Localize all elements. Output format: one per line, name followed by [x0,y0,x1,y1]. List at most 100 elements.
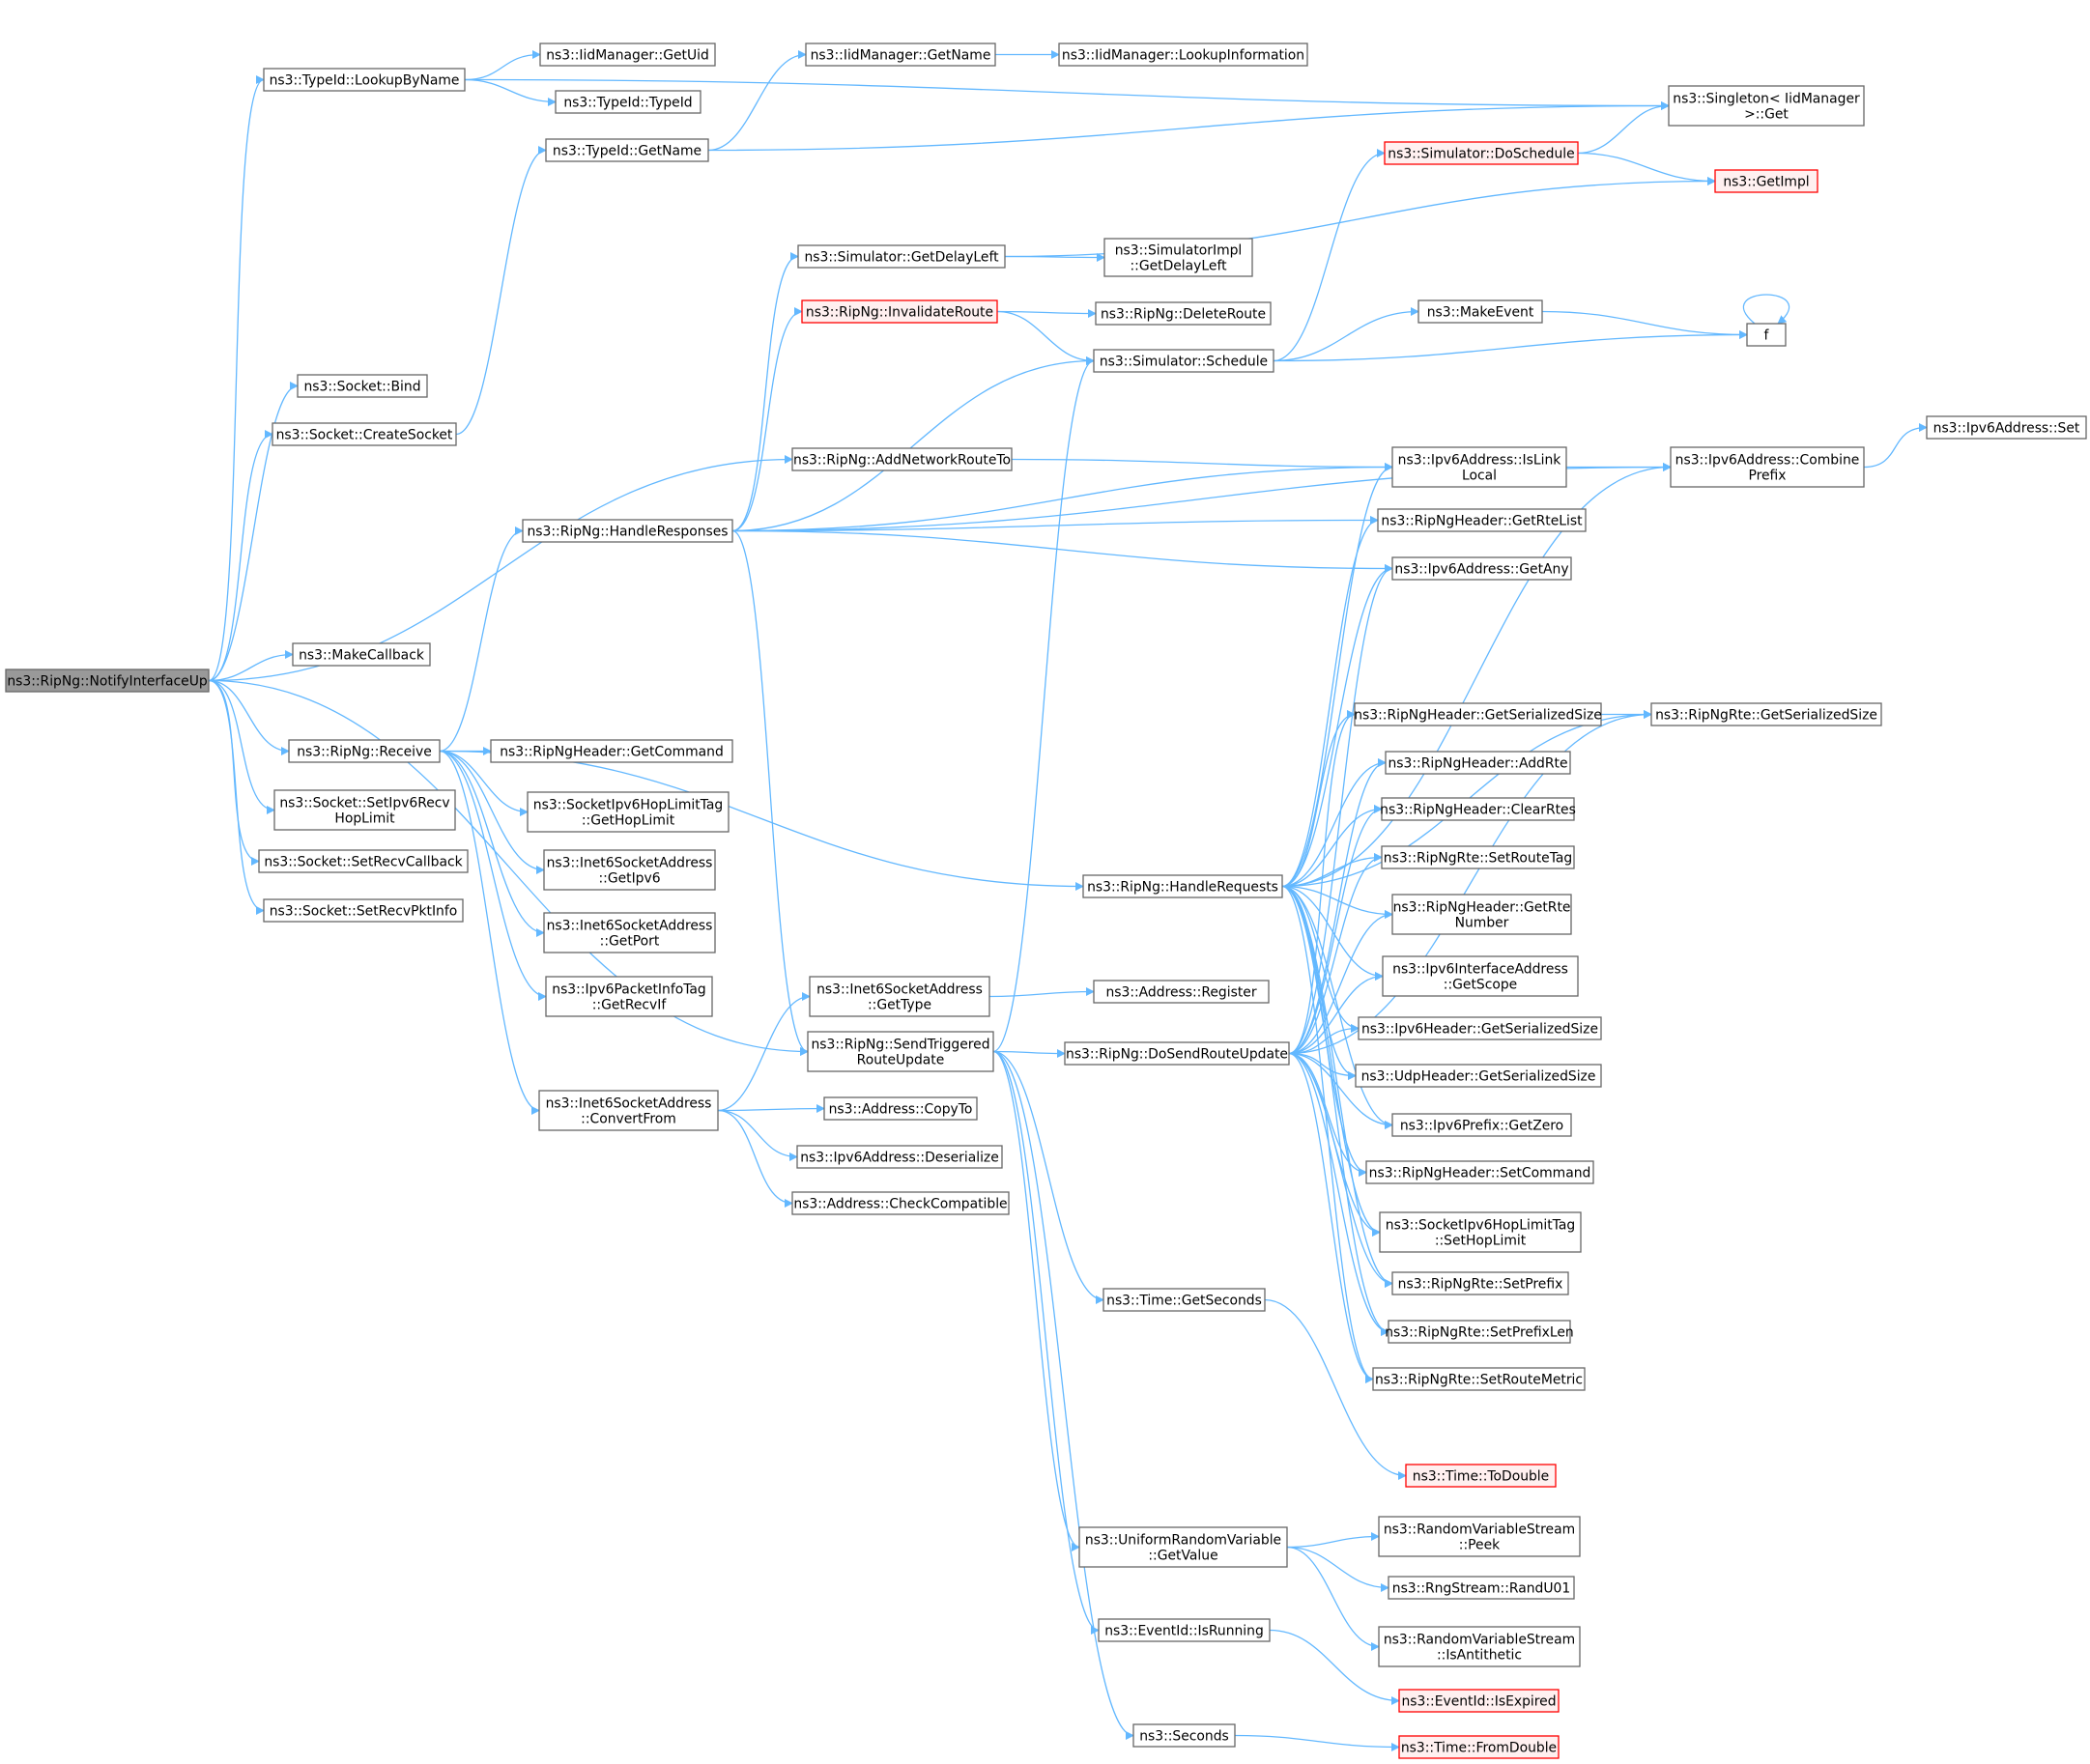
node-iid-lookup-info[interactable]: ns3::IidManager::LookupInformation [1058,43,1308,67]
node-singleton-get[interactable]: ns3::Singleton< IidManager>::Get [1668,85,1865,127]
node-get-recv-if[interactable]: ns3::Ipv6PacketInfoTag::GetRecvIf [545,976,713,1017]
node-ipv6-deserialize[interactable]: ns3::Ipv6Address::Deserialize [796,1145,1003,1169]
node-type-id-get-name[interactable]: ns3::TypeId::GetName [545,138,709,162]
node-addr-register[interactable]: ns3::Address::Register [1093,980,1270,1004]
node-handle-requests[interactable]: ns3::RipNg::HandleRequests [1082,874,1283,898]
node-get-impl[interactable]: ns3::GetImpl [1714,169,1818,193]
node-invalidate-route[interactable]: ns3::RipNg::InvalidateRoute [801,299,998,324]
node-box [1391,894,1572,935]
node-inet6-get-ipv6[interactable]: ns3::Inet6SocketAddress::GetIpv6 [543,849,716,891]
node-clear-rtes[interactable]: ns3::RipNgHeader::ClearRtes [1380,797,1576,821]
edge-sim-schedule-to-make-event [1273,306,1419,362]
edge-do-send-route-update-to-add-rte [1288,758,1387,1055]
node-type-id-type-id[interactable]: ns3::TypeId::TypeId [555,90,701,114]
node-label: ns3::RipNgHeader::GetRteList [1381,514,1583,529]
node-get-hop-limit[interactable]: ns3::SocketIpv6HopLimitTag::GetHopLimit [527,791,730,833]
node-root[interactable]: ns3::RipNg::NotifyInterfaceUp [5,669,210,693]
node-time-to-double[interactable]: ns3::Time::ToDouble [1405,1464,1557,1488]
node-label: ns3::Address::Register [1105,985,1256,1001]
node-add-network-route[interactable]: ns3::RipNg::AddNetworkRouteTo [791,447,1013,471]
node-iface-get-scope[interactable]: ns3::Ipv6InterfaceAddress::GetScope [1382,955,1579,997]
node-set-command[interactable]: ns3::RipNgHeader::SetCommand [1365,1160,1594,1184]
edge-do-send-route-update-to-get-any [1288,564,1393,1055]
node-box [1388,1320,1571,1344]
node-label: ns3::RipNgRte::SetPrefix [1398,1277,1563,1293]
node-set-prefix-len[interactable]: ns3::RipNgRte::SetPrefixLen [1385,1320,1574,1344]
node-addr-check-compat[interactable]: ns3::Address::CheckCompatible [791,1191,1010,1215]
node-do-send-route-update[interactable]: ns3::RipNg::DoSendRouteUpdate [1064,1041,1290,1066]
node-inet6-convert-from[interactable]: ns3::Inet6SocketAddress::ConvertFrom [538,1090,719,1131]
node-box [273,789,456,831]
node-set-route-metric[interactable]: ns3::RipNgRte::SetRouteMetric [1372,1367,1586,1391]
node-ipv6-hdr-get-ser-size[interactable]: ns3::Ipv6Header::GetSerializedSize [1358,1016,1602,1040]
node-ipv6-addr-set[interactable]: ns3::Ipv6Address::Set [1926,415,2087,440]
node-get-any[interactable]: ns3::Ipv6Address::GetAny [1391,556,1572,581]
node-socket-bind[interactable]: ns3::Socket::Bind [297,374,428,398]
node-handle-responses[interactable]: ns3::RipNg::HandleResponses [522,519,733,543]
node-set-recv-callback[interactable]: ns3::Socket::SetRecvCallback [258,849,469,873]
node-sim-impl-get-delay-left[interactable]: ns3::SimulatorImpl::GetDelayLeft [1103,238,1253,277]
node-hdr-get-ser-size[interactable]: ns3::RipNgHeader::GetSerializedSize [1354,702,1602,726]
node-uniform-get-value[interactable]: ns3::UniformRandomVariable::GetValue [1078,1526,1288,1568]
node-time-from-double[interactable]: ns3::Time::FromDouble [1398,1735,1560,1759]
node-box [823,1096,978,1121]
edge-inet6-convert-from-to-addr-check-compat [717,1109,793,1209]
node-prefix-get-zero[interactable]: ns3::Ipv6Prefix::GetZero [1391,1113,1572,1137]
node-sim-get-delay-left[interactable]: ns3::Simulator::GetDelayLeft [797,244,1006,269]
node-iid-get-name[interactable]: ns3::IidManager::GetName [805,43,996,67]
node-socket-create[interactable]: ns3::Socket::CreateSocket [272,422,457,446]
edge-root-to-lookup-by-name [208,75,265,682]
node-seconds[interactable]: ns3::Seconds [1132,1723,1236,1748]
node-add-rte[interactable]: ns3::RipNgHeader::AddRte [1385,751,1571,775]
node-receive[interactable]: ns3::RipNg::Receive [288,739,441,763]
node-event-is-running[interactable]: ns3::EventId::IsRunning [1098,1618,1271,1642]
edge-root-to-set-recv-pkt-info [208,679,265,916]
node-box [1391,1271,1569,1295]
node-is-antithetic[interactable]: ns3::RandomVariableStream::IsAntithetic [1378,1626,1581,1667]
edge-sim-schedule-to-f [1273,329,1748,362]
node-rand-u01[interactable]: ns3::RngStream::RandU01 [1388,1576,1575,1600]
node-inet6-get-type[interactable]: ns3::Inet6SocketAddress::GetType [809,976,990,1017]
edge-handle-requests-to-clear-rtes [1281,804,1383,888]
node-set-route-tag[interactable]: ns3::RipNgRte::SetRouteTag [1381,845,1575,869]
node-get-command[interactable]: ns3::RipNgHeader::GetCommand [490,739,733,763]
node-time-get-seconds[interactable]: ns3::Time::GetSeconds [1102,1288,1266,1312]
edge-handle-requests-to-get-rte-list [1281,516,1379,888]
node-label: ns3::RipNgHeader::SetCommand [1369,1166,1591,1181]
node-label: ns3::RandomVariableStream [1384,1522,1575,1538]
node-make-callback[interactable]: ns3::MakeCallback [292,642,431,667]
node-box [5,669,210,693]
node-get-rte-list[interactable]: ns3::RipNgHeader::GetRteList [1377,508,1587,532]
node-sim-do-schedule[interactable]: ns3::Simulator::DoSchedule [1384,141,1579,165]
edge-lookup-by-name-to-iid-get-uid [464,49,541,81]
node-box [1746,323,1787,347]
node-lookup-by-name[interactable]: ns3::TypeId::LookupByName [263,68,466,92]
node-rvs-peek[interactable]: ns3::RandomVariableStream::Peek [1378,1516,1581,1557]
node-make-event[interactable]: ns3::MakeEvent [1417,299,1543,324]
node-rte-get-ser-size[interactable]: ns3::RipNgRte::GetSerializedSize [1650,702,1882,726]
node-box [1378,1516,1581,1557]
node-sim-schedule[interactable]: ns3::Simulator::Schedule [1093,349,1274,373]
node-set-prefix[interactable]: ns3::RipNgRte::SetPrefix [1391,1271,1569,1295]
node-box [1379,1211,1582,1253]
node-label: ns3::SocketIpv6HopLimitTag [1386,1218,1575,1234]
edge-root-to-socket-create [208,430,273,682]
node-iid-get-uid[interactable]: ns3::IidManager::GetUid [539,43,716,67]
node-inet6-get-port[interactable]: ns3::Inet6SocketAddress::GetPort [543,912,716,953]
node-label: ns3::RipNg::Receive [297,745,432,760]
node-set-hop-limit[interactable]: ns3::SocketIpv6HopLimitTag::SetHopLimit [1379,1211,1582,1253]
node-event-is-expired[interactable]: ns3::EventId::IsExpired [1398,1689,1560,1713]
node-label: ns3::Socket::Bind [303,380,420,395]
node-f[interactable]: f [1746,323,1787,347]
node-delete-route[interactable]: ns3::RipNg::DeleteRoute [1095,301,1272,326]
node-addr-copy-to[interactable]: ns3::Address::CopyTo [823,1096,978,1121]
edge-receive-to-inet6-convert-from [439,750,540,1115]
node-udp-hdr-get-ser-size[interactable]: ns3::UdpHeader::GetSerializedSize [1355,1064,1602,1088]
node-box [1926,415,2087,440]
node-set-recv-pkt-info[interactable]: ns3::Socket::SetRecvPktInfo [263,898,464,923]
